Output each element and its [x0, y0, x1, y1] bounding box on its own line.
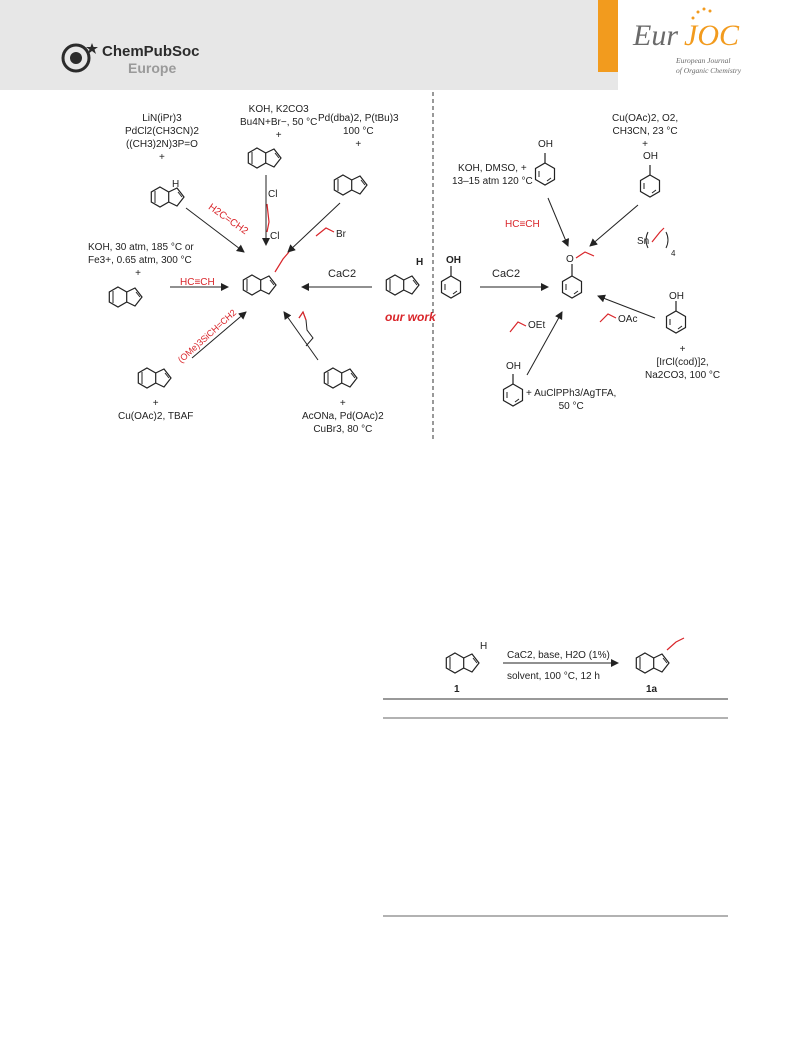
- product-label: 1a: [646, 684, 658, 695]
- indole-sm: [445, 652, 480, 674]
- acetylene-right: HC≡CH: [505, 219, 540, 230]
- cond-top-mid: KOH, K2CO3 Bu4N+Br−, 50 °C +: [240, 104, 318, 141]
- arrow-right-bot: [526, 311, 563, 376]
- oh-right-top-left: OH: [538, 139, 553, 150]
- product-1a-vinyl: [666, 637, 685, 651]
- journal-accent-tab: [598, 0, 620, 72]
- publisher-name: ChemPubSoc: [102, 43, 200, 60]
- cl-label-1: Cl: [268, 189, 278, 200]
- sm-label: 1: [454, 684, 460, 695]
- cond-bot-left: + Cu(OAc)2, TBAF: [118, 398, 194, 422]
- cond-right-top-right: Cu(OAc)2, O2, CH3CN, 23 °C +: [612, 113, 679, 150]
- oac-label: OAc: [618, 314, 638, 325]
- cond-right-bot-left: + AuClPPh3/AgTFA, 50 °C: [526, 388, 617, 412]
- oh-right-top-right: OH: [643, 151, 658, 162]
- indole-nh-1: H: [172, 179, 180, 190]
- acetylene-left: HC≡CH: [180, 277, 215, 288]
- chloroethyl-chain: [266, 203, 270, 233]
- stars-icon: [691, 7, 712, 20]
- br-label: Br: [336, 229, 346, 240]
- center-oh: OH: [446, 255, 461, 266]
- center-nh: H: [416, 257, 424, 268]
- tin-vinyl: [651, 227, 665, 243]
- scheme2-reagents-bottom: solvent, 100 °C, 12 h: [507, 671, 600, 682]
- sn-subscript: 4: [671, 249, 676, 258]
- cac2-left: CaC2: [328, 268, 357, 280]
- arrow-right-top-left: [547, 197, 569, 247]
- scheme2-nh: H: [480, 641, 488, 652]
- arrow-right-mid: [597, 294, 656, 319]
- cond-top-left: LiN(iPr)3 PdCl2(CH3CN)2 ((CH3)2N)3P=O +: [125, 113, 199, 163]
- cond-bot-right: + AcONa, Pd(OAc)2 CuBr3, 80 °C: [302, 398, 384, 435]
- vinyl-ether-vinyl: [575, 251, 595, 259]
- cac2-right: CaC2: [492, 268, 521, 280]
- scheme2-reagents-top: CaC2, base, H2O (1%): [507, 650, 610, 661]
- chempubsoc-logo-icon: [61, 43, 98, 73]
- arrow-top-right: [287, 202, 341, 253]
- arrow-top-left: [185, 207, 245, 253]
- cond-right-top-left: KOH, DMSO, + 13–15 atm 120 °C: [452, 163, 533, 187]
- vinyl-acetate-right: [599, 313, 617, 323]
- journal-logo: [618, 0, 796, 94]
- publisher-sub: Europe: [128, 60, 177, 76]
- arrow-bot-left: [191, 311, 247, 359]
- product-vinyl: [274, 251, 290, 273]
- vinyl-ethyl-ether: [509, 321, 527, 333]
- oet-label: OEt: [528, 320, 546, 331]
- scheme-1-graphics: [108, 92, 687, 440]
- oh-right-bot: OH: [506, 361, 521, 372]
- cond-right-bot-right: + [IrCl(cod)]2, Na2CO3, 100 °C: [645, 344, 721, 381]
- vinyl-bromide: [315, 227, 335, 237]
- oh-right-mid: OH: [669, 291, 684, 302]
- journal-joc: JOC: [684, 19, 739, 52]
- cond-top-right: Pd(dba)2, P(tBu)3 100 °C +: [318, 113, 399, 150]
- cond-mid-left: KOH, 30 atm, 185 °C or Fe3+, 0.65 atm, 3…: [88, 242, 194, 279]
- our-work-label: our work: [385, 310, 436, 324]
- journal-subtitle-1: European Journal: [676, 56, 731, 65]
- arrow-right-top-right: [589, 204, 639, 247]
- indole-1a: [635, 652, 670, 674]
- arrow-bot-right: [283, 311, 319, 361]
- journal-subtitle-2: of Organic Chemistry: [676, 66, 742, 75]
- o-label-product: O: [566, 254, 574, 265]
- journal-eur: Eur: [633, 19, 678, 52]
- cl-label-2: Cl: [270, 231, 280, 242]
- sn-label: Sn: [637, 236, 650, 247]
